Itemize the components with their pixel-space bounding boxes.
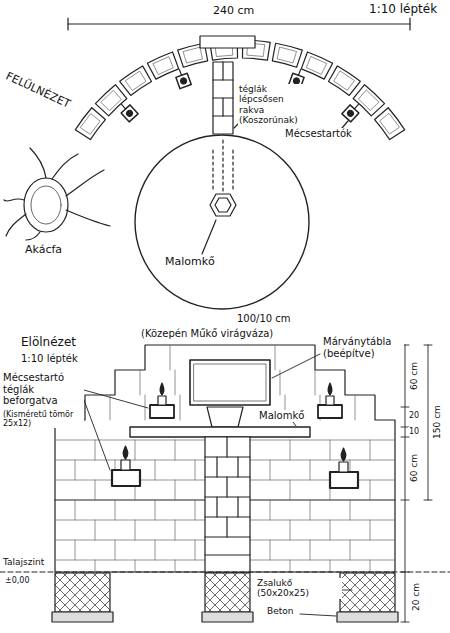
sketch-label: Talajszint bbox=[2, 557, 45, 567]
circle-outline bbox=[134, 134, 310, 310]
marble-plate bbox=[194, 364, 266, 401]
sketch-label: 1:10 lépték bbox=[368, 3, 438, 17]
stepped-wall bbox=[55, 345, 395, 572]
sketch-label: 60 cm bbox=[409, 361, 419, 391]
brick-courses bbox=[55, 345, 395, 572]
sketch-label: (Kisméretű tömör 25x12) bbox=[2, 410, 84, 428]
sketch-label: 20 cm bbox=[411, 582, 421, 612]
dimension-line bbox=[68, 18, 410, 30]
sketch-label: 10 bbox=[408, 427, 420, 436]
sketch-label: Márványtábla (beépítve) bbox=[322, 336, 404, 359]
marble-plate bbox=[190, 360, 270, 405]
node-text: Malomkő bbox=[164, 256, 216, 269]
foundation-block bbox=[55, 573, 395, 612]
sketch-label: 20 bbox=[408, 411, 420, 420]
acacia-tree bbox=[4, 148, 110, 240]
sketch-label: 240 cm bbox=[212, 5, 255, 18]
candle-holder bbox=[112, 383, 358, 488]
sketch-label: Zsalukő (50x20x25) bbox=[256, 578, 342, 599]
leader-line bbox=[342, 121, 348, 128]
sketch-label: Malomkő bbox=[258, 410, 305, 422]
brick-arc bbox=[75, 40, 405, 140]
sketch-label: FELÜLNÉZET bbox=[3, 70, 73, 112]
brick-pillar bbox=[205, 437, 250, 572]
vase bbox=[207, 407, 243, 427]
brick-column bbox=[213, 62, 233, 134]
sketch-label: Mécsestartó téglák beforgatva bbox=[2, 372, 84, 407]
sketch-label: ±0,00 bbox=[4, 576, 31, 585]
millstone-slab bbox=[130, 427, 310, 437]
sketch-label: Beton bbox=[266, 606, 294, 616]
sketch-label: (Közepén Műkő virágváza) bbox=[140, 328, 274, 340]
sketch-label: Akácfa bbox=[24, 244, 63, 257]
concrete-base bbox=[52, 612, 398, 622]
leader-line bbox=[84, 354, 352, 616]
top-plate bbox=[200, 36, 255, 48]
millstone-circle: Malomkő bbox=[134, 134, 310, 310]
sketch-label: 100/10 cm bbox=[236, 313, 292, 325]
sketch-label: 1:10 lépték bbox=[20, 353, 79, 365]
dimension-line bbox=[401, 345, 432, 622]
sketch-label: Mécsestartók bbox=[284, 128, 353, 140]
sketch-label: Elölnézet bbox=[20, 336, 77, 350]
vase-hexagon bbox=[210, 140, 236, 216]
sketch-label: 150 cm bbox=[432, 404, 442, 440]
sketch-label: téglák lépcsősen rakva (Koszorúnak) bbox=[238, 84, 310, 125]
sketch-label: 60 cm bbox=[409, 453, 419, 483]
leader-line bbox=[202, 220, 216, 254]
